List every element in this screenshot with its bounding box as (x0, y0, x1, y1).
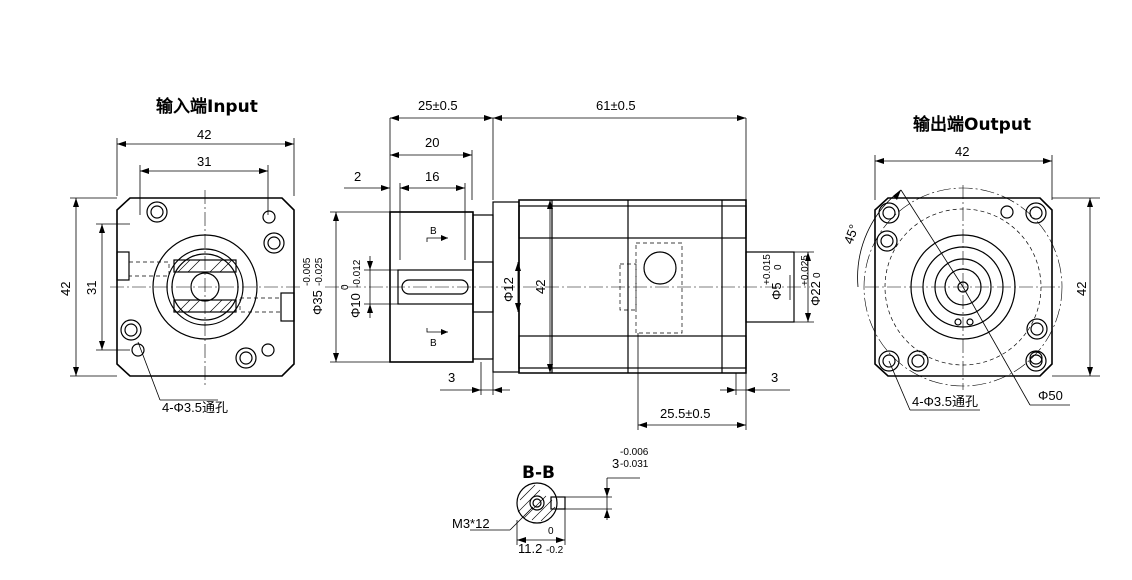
key-tol-lower: -0.031 (620, 459, 649, 470)
output-housing (874, 197, 1053, 377)
output-title: 输出端Output (913, 114, 1031, 135)
section-mark-top: B (430, 226, 437, 237)
key-tol-upper: -0.006 (620, 447, 649, 458)
input-height-31: 31 (84, 281, 99, 295)
input-width-31: 31 (197, 154, 211, 169)
thread-note: M3*12 (452, 516, 490, 531)
section-mark-bottom: B (430, 338, 437, 349)
dim-2: 2 (354, 169, 361, 184)
dim-20: 20 (425, 135, 439, 150)
section-title: B-B (522, 463, 555, 483)
dia-22-tol-lower: 0 (812, 272, 823, 278)
dia-35-tol-upper: -0.005 (302, 257, 313, 286)
dim-25: 25±0.5 (418, 98, 458, 113)
output-holes-note: 4-Φ3.5通孔 (912, 394, 978, 409)
dim-3-right: 3 (771, 370, 778, 385)
angle-45: 45° (841, 222, 862, 246)
dia-5-tol-upper: +0.015 (762, 254, 773, 285)
pcd-50: Φ50 (1038, 388, 1063, 403)
side-view: 25±0.5 61±0.5 20 16 2 (302, 98, 823, 430)
section-hatching (517, 484, 556, 522)
dia-35: Φ35 (310, 290, 325, 315)
dia-12: Φ12 (501, 277, 516, 302)
input-view: 输入端Input 42 31 42 31 (58, 96, 300, 415)
input-flange-circle (152, 234, 258, 340)
dia-10-tol-upper: 0 (340, 284, 351, 290)
dim-3-left: 3 (448, 370, 455, 385)
gearbox-body (518, 199, 747, 374)
dia-22: Φ22 (808, 281, 823, 306)
dia-10-tol-lower: -0.012 (352, 259, 363, 288)
input-holes-note: 4-Φ3.5通孔 (162, 400, 228, 415)
output-bolt-holes (876, 202, 1048, 372)
input-hatching (177, 259, 233, 313)
input-bolt-holes (120, 201, 285, 369)
dia-22-tol-upper: +0.025 (800, 255, 811, 286)
section-bb: B-B M3*12 3 -0.006 -0.031 11.2 (452, 447, 649, 556)
dia-5-tol-lower: 0 (773, 264, 784, 270)
dia-35-tol-lower: -0.025 (314, 257, 325, 286)
output-height-42: 42 (1074, 282, 1089, 296)
input-height-42: 42 (58, 282, 73, 296)
section-shaft (516, 482, 558, 524)
input-title: 输入端Input (156, 96, 258, 117)
body-height-42: 42 (533, 280, 548, 294)
section-height-tol-upper: 0 (548, 526, 554, 537)
section-height: 11.2 (518, 541, 542, 556)
output-width-42: 42 (955, 144, 969, 159)
output-view: 输出端Output 42 42 (841, 114, 1100, 411)
dim-61: 61±0.5 (596, 98, 636, 113)
section-height-tol-lower: -0.2 (546, 545, 564, 556)
key-width: 3 (612, 456, 619, 471)
dia-5: Φ5 (769, 282, 784, 300)
dim-16: 16 (425, 169, 439, 184)
dim-25-5: 25.5±0.5 (660, 406, 711, 421)
dia-10: Φ10 (348, 293, 363, 318)
input-width-42: 42 (197, 127, 211, 142)
